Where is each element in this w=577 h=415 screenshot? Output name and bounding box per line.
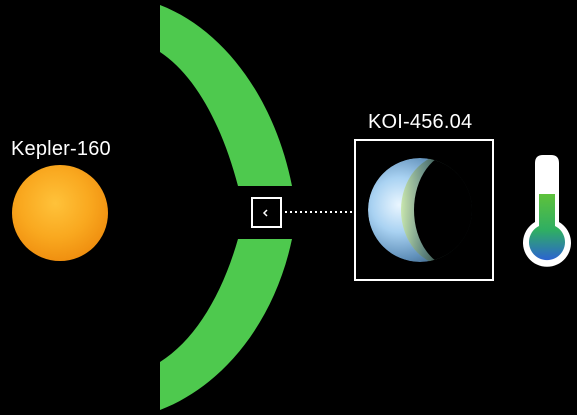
star-disc — [12, 165, 108, 261]
star-name-label: Kepler-160 — [11, 138, 111, 160]
crescent-planet — [368, 158, 472, 262]
thermometer-icon — [523, 155, 572, 267]
habitable-zone-arc-top — [160, 5, 292, 186]
tiny-planet-marker — [262, 209, 268, 217]
zoom-source-box — [251, 197, 282, 228]
planet-name-label: KOI-456.04 — [368, 111, 473, 133]
habitable-zone-arc-bottom — [160, 239, 292, 410]
